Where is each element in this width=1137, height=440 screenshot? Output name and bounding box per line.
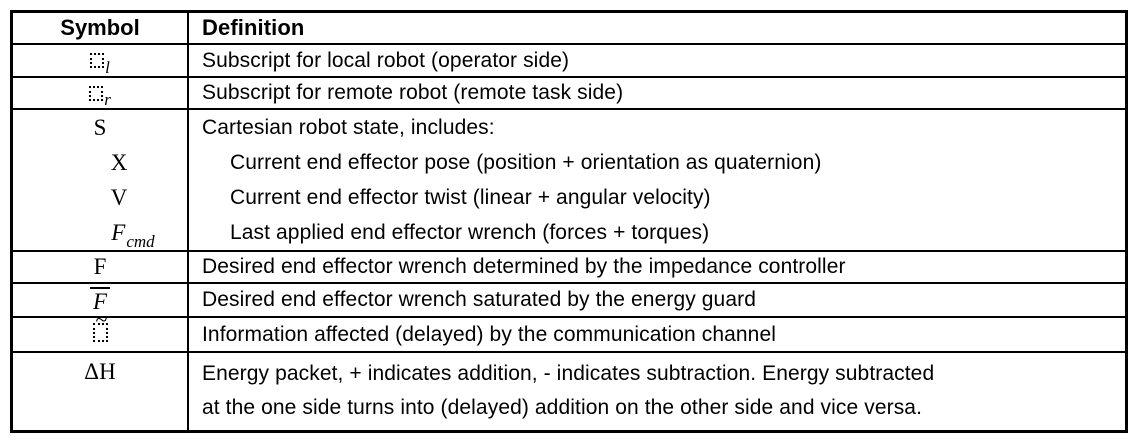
table-row-subscript-local: l Subscript for local robot (operator si… — [13, 43, 1125, 77]
table-row-energy-packet: ΔH Energy packet, + indicates addition, … — [13, 351, 1125, 430]
table-row-robot-state: S X V Fcmd Cartesian robot state, includ… — [13, 108, 1125, 251]
definition-text: Cartesian robot state, includes: — [202, 115, 495, 139]
definition-cell: Desired end effector wrench determined b… — [189, 252, 1125, 282]
symbol-cell-group: S X V Fcmd — [13, 110, 189, 251]
symbol-cell: r — [13, 78, 189, 109]
symbol-F: F — [93, 254, 107, 279]
column-header-symbol: Symbol — [13, 13, 189, 43]
definition-text: Last applied end effector wrench (forces… — [230, 220, 710, 244]
definition-text: Information affected (delayed) by the co… — [202, 322, 777, 346]
dotted-placeholder-box-icon — [89, 85, 104, 101]
symbol-cell: ΔH — [13, 353, 189, 430]
subscript-remote: r — [104, 90, 111, 109]
definition-text: Current end effector pose (position + or… — [230, 150, 822, 174]
symbol-F-overbar: F — [89, 287, 111, 313]
notation-table: Symbol Definition l Subscript for local … — [10, 10, 1128, 433]
definition-text: Current end effector twist (linear + ang… — [230, 185, 711, 209]
definition-text: Subscript for local robot (operator side… — [202, 48, 570, 72]
subscript-local: l — [105, 57, 110, 77]
symbol-cell: F — [13, 284, 189, 316]
definition-cell: Subscript for local robot (operator side… — [189, 45, 1125, 76]
symbol-twist: V — [110, 184, 128, 210]
dotted-placeholder-box-tilde-icon: ~ — [92, 307, 108, 348]
definition-text-line2: at the one side turns into (delayed) add… — [202, 395, 923, 419]
definition-text: Desired end effector wrench determined b… — [202, 255, 846, 278]
definition-cell: Energy packet, + indicates addition, - i… — [189, 353, 1125, 430]
definition-cell: Information affected (delayed) by the co… — [189, 318, 1125, 351]
symbol-wrench-cmd: Fcmd — [111, 219, 155, 251]
column-header-definition: Definition — [202, 15, 305, 40]
definition-text: Subscript for remote robot (remote task … — [202, 81, 624, 104]
table-row-saturated-wrench: F Desired end effector wrench saturated … — [13, 282, 1125, 316]
definition-cell-group: Cartesian robot state, includes: Current… — [189, 110, 1125, 250]
dotted-placeholder-box-icon — [90, 53, 105, 68]
symbol-cell: ~ — [13, 307, 189, 351]
table-row-subscript-remote: r Subscript for remote robot (remote tas… — [13, 76, 1125, 109]
definition-text-line1: Energy packet, + indicates addition, - i… — [202, 362, 935, 385]
dotted-placeholder-box-icon — [92, 322, 108, 342]
table-row-desired-wrench: F Desired end effector wrench determined… — [13, 250, 1125, 282]
definition-text: Desired end effector wrench saturated by… — [202, 288, 756, 311]
symbol-cell: l — [13, 45, 189, 77]
symbol-cell: F — [13, 252, 189, 282]
symbol-state: S — [93, 114, 107, 140]
table-row-delayed-information: ~ Information affected (delayed) by the … — [13, 307, 1125, 351]
tilde-accent: ~ — [95, 306, 108, 332]
symbol-pose: X — [110, 149, 128, 175]
symbol-delta-H: ΔH — [84, 359, 116, 384]
definition-cell: Subscript for remote robot (remote task … — [189, 78, 1125, 108]
definition-cell: Desired end effector wrench saturated by… — [189, 284, 1125, 316]
table-header-row: Symbol Definition — [13, 13, 1125, 43]
